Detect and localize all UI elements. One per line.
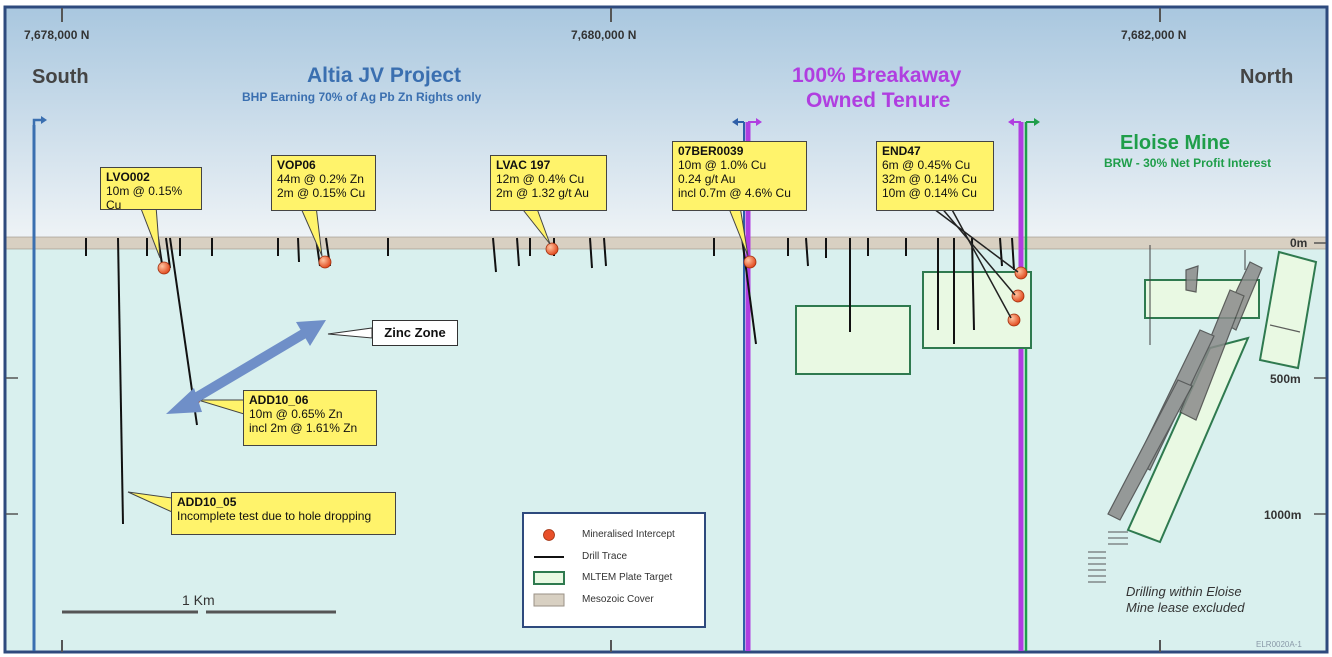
north-label: North — [1240, 66, 1294, 88]
mltem-plate-target — [795, 305, 911, 375]
mltem-plate-target — [1126, 336, 1250, 544]
callout-line: 0.24 g/t Au — [678, 172, 736, 186]
mltem-plate-target — [922, 271, 1032, 349]
figure-reference: ELR0020A-1 — [1256, 640, 1302, 649]
callout-line: 44m @ 0.2% Zn — [277, 172, 364, 186]
callout-lvo002: LVO002 10m @ 0.15% Cu — [100, 167, 202, 212]
breakaway-title-line2: Owned Tenure — [806, 89, 951, 112]
mineralised-intercept — [157, 261, 171, 275]
depth-label-0: 0m — [1290, 236, 1308, 250]
callout-line: 10m @ 0.14% Cu — [882, 186, 977, 200]
south-label: South — [32, 66, 89, 88]
intercept-icon — [543, 529, 555, 541]
altia-project-title: Altia JV Project — [307, 64, 462, 87]
zinc-zone-label: Zinc Zone — [372, 320, 458, 346]
callout-title: LVAC 197 — [496, 158, 551, 172]
depth-label-500: 500m — [1270, 372, 1301, 386]
legend-label: Mineralised Intercept — [582, 529, 675, 540]
legend-label: MLTEM Plate Target — [582, 572, 673, 583]
legend-label: Drill Trace — [582, 551, 628, 562]
legend-label: Mesozoic Cover — [582, 594, 654, 605]
cover-icon — [533, 593, 565, 607]
altia-boundary-arrow — [32, 118, 44, 125]
eloise-mine-workings — [1107, 245, 1301, 521]
eloise-level-marks — [1088, 531, 1128, 583]
eloise-note-line1: Drilling within Eloise — [1126, 584, 1242, 599]
zinc-zone-arrow — [179, 325, 313, 411]
legend: Mineralised Intercept Drill Trace MLTEM … — [522, 512, 706, 628]
mesozoic-cover-band — [5, 236, 1327, 250]
callout-line: 10m @ 0.65% Zn — [249, 407, 343, 421]
callout-title: VOP06 — [277, 158, 316, 172]
callout-line: 6m @ 0.45% Cu — [882, 158, 971, 172]
northing-label-2: 7,680,000 N — [571, 28, 637, 42]
callout-title: END47 — [882, 144, 921, 158]
callout-line: Incomplete test due to hole dropping — [177, 509, 372, 523]
drill-trace-icon — [534, 556, 564, 558]
end47-pointers — [929, 205, 1019, 319]
callout-vop06: VOP06 44m @ 0.2% Zn 2m @ 0.15% Cu — [271, 155, 376, 211]
figure-frame — [3, 5, 1329, 654]
callout-line: 2m @ 0.15% Cu — [277, 186, 366, 200]
breakaway-title-line1: 100% Breakaway — [792, 64, 962, 87]
northing-label-1: 7,678,000 N — [24, 28, 90, 42]
sky-area — [6, 8, 1326, 238]
mineralised-intercept — [1011, 289, 1025, 303]
callout-title: 07BER0039 — [678, 144, 744, 158]
plate-target-icon — [533, 571, 565, 585]
callout-title: LVO002 — [106, 170, 150, 184]
callout-line: 2m @ 1.32 g/t Au — [496, 186, 589, 200]
eloise-note-line2: Mine lease excluded — [1126, 600, 1245, 615]
depth-label-1000: 1000m — [1264, 508, 1302, 522]
callout-line: incl 0.7m @ 4.6% Cu — [678, 186, 791, 200]
callout-line: 10m @ 1.0% Cu — [678, 158, 767, 172]
callout-add10-06: ADD10_06 10m @ 0.65% Zn incl 2m @ 1.61% … — [243, 390, 377, 446]
mltem-plate-target — [1258, 250, 1318, 370]
eloise-mine-title: Eloise Mine — [1120, 132, 1231, 154]
callout-add10-05: ADD10_05 Incomplete test due to hole dro… — [171, 492, 396, 535]
northing-label-3: 7,682,000 N — [1121, 28, 1187, 42]
callout-end47: END47 6m @ 0.45% Cu 32m @ 0.14% Cu 10m @… — [876, 141, 994, 211]
callout-lvac197: LVAC 197 12m @ 0.4% Cu 2m @ 1.32 g/t Au — [490, 155, 607, 211]
mineralised-intercept — [545, 242, 559, 256]
mineralised-intercept — [743, 255, 757, 269]
scale-bar-label: 1 Km — [182, 592, 215, 608]
callout-line: 32m @ 0.14% Cu — [882, 172, 977, 186]
callout-title: ADD10_06 — [249, 393, 309, 407]
eloise-mine-subtitle: BRW - 30% Net Profit Interest — [1104, 156, 1272, 170]
callout-line: 10m @ 0.15% Cu — [106, 184, 183, 212]
mineralised-intercept — [318, 255, 332, 269]
callout-line: incl 2m @ 1.61% Zn — [249, 421, 358, 435]
callout-line: 12m @ 0.4% Cu — [496, 172, 585, 186]
mineralised-intercept — [1014, 266, 1028, 280]
callout-07ber0039: 07BER0039 10m @ 1.0% Cu 0.24 g/t Au incl… — [672, 141, 807, 211]
altia-project-subtitle: BHP Earning 70% of Ag Pb Zn Rights only — [242, 90, 482, 104]
callout-title: ADD10_05 — [177, 495, 237, 509]
